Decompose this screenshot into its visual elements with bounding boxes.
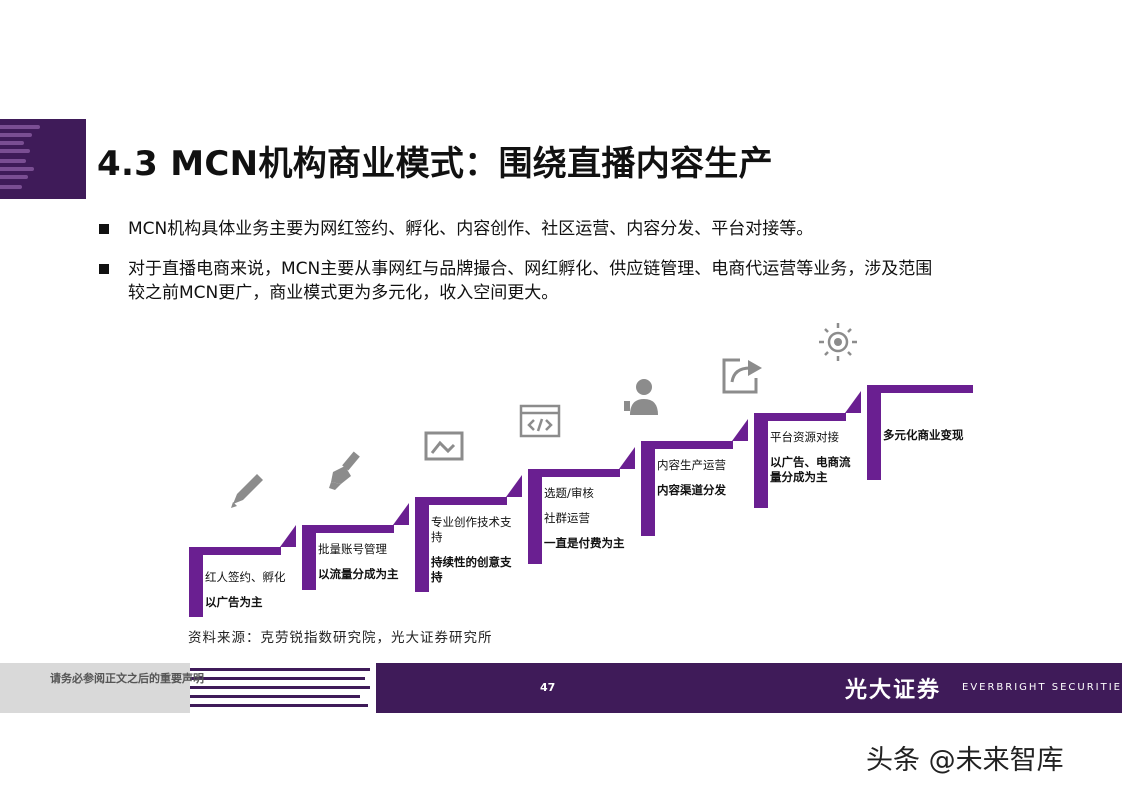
step-3-arrow-tip bbox=[506, 475, 522, 497]
code-window-icon bbox=[519, 404, 561, 438]
user-presenter-icon bbox=[624, 379, 658, 415]
step-6-top-bar bbox=[754, 413, 846, 421]
bullet-text-2-cont: 较之前MCN更广，商业模式更为多元化，收入空间更大。 bbox=[128, 283, 559, 303]
page-title: 4.3 MCN机构商业模式：围绕直播内容生产 bbox=[97, 144, 773, 184]
step-2-side-bar bbox=[302, 525, 316, 590]
bullet-marker bbox=[99, 224, 109, 234]
step-2-text: 批量账号管理 以流量分成为主 bbox=[318, 542, 399, 581]
footer-purple-band bbox=[376, 663, 1122, 713]
step-7-text: 多元化商业变现 bbox=[883, 428, 964, 442]
source-note: 资料来源：克劳锐指数研究院，光大证券研究所 bbox=[188, 630, 493, 646]
step-5-top-bar bbox=[641, 441, 733, 449]
image-edit-icon bbox=[424, 431, 464, 461]
step-2-arrow-tip bbox=[393, 503, 409, 525]
step-3-side-bar bbox=[415, 497, 429, 592]
share-icon bbox=[722, 358, 762, 394]
step-3-top-bar bbox=[415, 497, 507, 505]
step-4-top-bar bbox=[528, 469, 620, 477]
step-7-top-bar bbox=[867, 385, 973, 393]
watermark-text: 头条 @未来智库 bbox=[866, 745, 1064, 776]
footer-stripes bbox=[190, 663, 380, 713]
step-6-side-bar bbox=[754, 413, 768, 508]
page-number: 47 bbox=[540, 681, 556, 694]
step-5-arrow-tip bbox=[732, 419, 748, 441]
step-4-arrow-tip bbox=[619, 447, 635, 469]
step-1-top-bar bbox=[189, 547, 281, 555]
step-4-side-bar bbox=[528, 469, 542, 564]
step-3-text: 专业创作技术支 持 持续性的创意支 持 bbox=[431, 515, 512, 584]
step-7-side-bar bbox=[867, 385, 881, 480]
bullet-text-2: 对于直播电商来说，MCN主要从事网红与品牌撮合、网红孵化、供应链管理、电商代运营… bbox=[128, 259, 933, 279]
footer-disclaimer: 请务必参阅正文之后的重要声明 bbox=[50, 672, 204, 685]
step-5-side-bar bbox=[641, 441, 655, 536]
step-1-side-bar bbox=[189, 547, 203, 617]
brush-icon bbox=[329, 451, 360, 490]
pencil-icon bbox=[231, 474, 263, 508]
step-1-arrow-tip bbox=[280, 525, 296, 547]
step-6-arrow-tip bbox=[845, 391, 861, 413]
step-4-text: 选题/审核 社群运营 一直是付费为主 bbox=[544, 486, 625, 550]
brand-logo-en: EVERBRIGHT SECURITIES bbox=[962, 682, 1122, 693]
step-1-text: 红人签约、孵化 以广告为主 bbox=[205, 570, 286, 609]
step-6-text: 平台资源对接 以广告、电商流 量分成为主 bbox=[770, 430, 851, 484]
step-2-top-bar bbox=[302, 525, 394, 533]
step-5-text: 内容生产运营 内容渠道分发 bbox=[657, 458, 726, 497]
lightbulb-icon bbox=[819, 323, 857, 361]
bullet-marker bbox=[99, 264, 109, 274]
title-band-decoration bbox=[0, 119, 86, 199]
bullet-text-1: MCN机构具体业务主要为网红签约、孵化、内容创作、社区运营、内容分发、平台对接等… bbox=[128, 219, 814, 239]
brand-logo-cn: 光大证券 bbox=[845, 677, 942, 703]
